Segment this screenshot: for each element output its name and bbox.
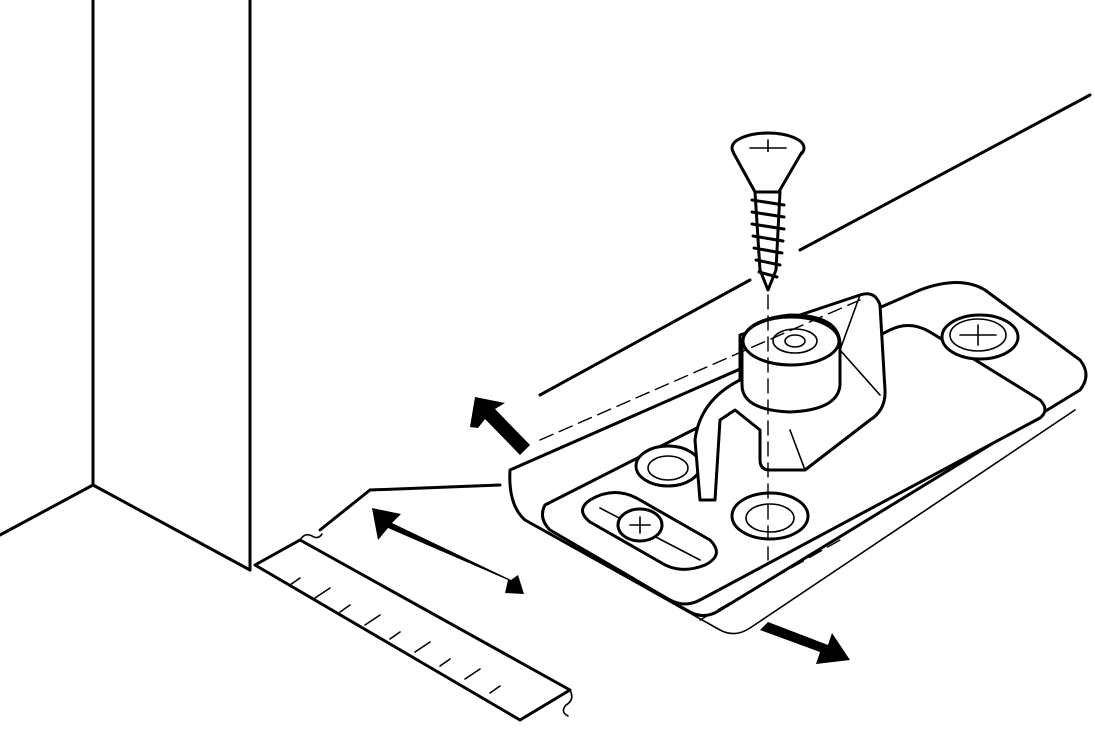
- wall-baseline: [318, 93, 1092, 532]
- screw: [730, 131, 806, 292]
- height-adjustment-arrow: [470, 397, 530, 455]
- measuring-tape: [253, 533, 573, 722]
- lateral-adjustment-arrow: [760, 622, 850, 664]
- screw-thread: [750, 198, 786, 279]
- plate-screw-head: [616, 507, 664, 543]
- tape-ticks: [289, 577, 501, 694]
- wall-corner: [0, 0, 252, 572]
- depth-adjustment-arrow: [372, 508, 524, 594]
- guide-lines: [519, 294, 861, 621]
- fixing-screw-head: [940, 313, 1020, 361]
